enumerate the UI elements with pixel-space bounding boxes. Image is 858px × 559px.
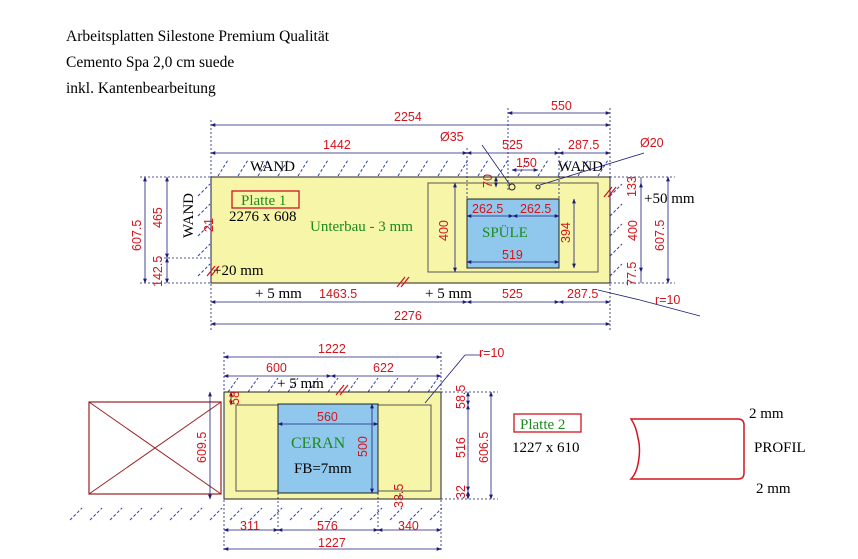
sink-cutout (466, 198, 560, 269)
dim-21: 21 (202, 218, 216, 232)
dim-150: 150 (516, 156, 537, 170)
dim-607-right: 607.5 (653, 220, 667, 251)
sink-label: SPÜLE (482, 224, 528, 241)
plate2-label-box (513, 413, 582, 433)
profile-bottom: 2 mm (756, 481, 791, 497)
dim-58-right: 58.5 (454, 385, 468, 409)
header-line-2: Cemento Spa 2,0 cm suede (66, 54, 235, 71)
dim-525-bottom: 525 (502, 287, 523, 301)
dim-550: 550 (551, 99, 572, 113)
dim-70: 70 (481, 174, 495, 188)
plate1-underframe (427, 182, 599, 273)
dim-1227: 1227 (318, 536, 346, 550)
plate2-name: Platte 2 (520, 417, 565, 433)
crossed-area (88, 401, 222, 495)
plus5-note-b: + 5 mm (425, 286, 472, 302)
dim-2254: 2254 (394, 110, 422, 124)
dim-622: 622 (373, 361, 394, 375)
plate2-dim-lines (208, 352, 498, 552)
edge-marks-plate2 (335, 384, 349, 396)
dim-516: 516 (454, 437, 468, 458)
dim-400-right: 400 (626, 220, 640, 241)
dim-607-left: 607.5 (130, 220, 144, 251)
wand-top-right: WAND (558, 159, 603, 175)
plus5-note-a: + 5 mm (255, 286, 302, 302)
header-line-3: inkl. Kantenbearbeitung (66, 80, 216, 97)
plate1-label-box (231, 190, 300, 209)
dim-465: 465 (151, 207, 165, 228)
plate1-name: Platte 1 (241, 193, 286, 209)
wall-hatching-left (197, 183, 211, 277)
dim-32: 32 (454, 485, 468, 499)
dim-d20: Ø20 (640, 136, 664, 150)
profile-top: 2 mm (749, 406, 784, 422)
dim-1463: 1463.5 (319, 287, 357, 301)
dim-400-left: 400 (437, 220, 451, 241)
plate2-group: CERAN FB=7mm + 5 mm Platte 2 1227 x 610 (69, 342, 582, 552)
cooktop-label: CERAN (291, 435, 346, 452)
dim-77: 77.5 (625, 262, 639, 286)
dim-33: 33.5 (392, 484, 406, 508)
wall-hatching-right (609, 183, 623, 277)
dim-500: 500 (356, 436, 370, 457)
plus50-note: +50 mm (644, 191, 695, 207)
dim-1442: 1442 (323, 138, 351, 152)
plate1-underbau: Unterbau - 3 mm (310, 219, 413, 235)
dim-600: 600 (266, 361, 287, 375)
dim-519: 519 (502, 248, 523, 262)
header-line-1: Arbeitsplatten Silestone Premium Qualitä… (66, 28, 330, 45)
plate2-size: 1227 x 610 (512, 440, 580, 456)
dim-133: 133 (625, 176, 639, 197)
dim-576: 576 (317, 519, 338, 533)
plate1-size: 2276 x 608 (229, 209, 297, 225)
profile-shape (629, 418, 745, 480)
wall-hatching-top (217, 159, 609, 177)
plus20-note: +20 mm (213, 263, 264, 279)
dim-287-bottom: 287.5 (567, 287, 598, 301)
plate1-group: Platte 1 2276 x 608 Unterbau - 3 mm SPÜL… (130, 99, 701, 330)
tap-hole-20 (535, 184, 541, 190)
dim-1222: 1222 (318, 342, 346, 356)
dim-609: 609.5 (195, 432, 209, 463)
profile-group: 2 mm PROFIL 2 mm (629, 406, 806, 497)
cooktop-cutout (277, 403, 379, 494)
dim-2276: 2276 (394, 309, 422, 323)
radius-r10-plate1: r=10 (655, 293, 680, 307)
dim-525-top: 525 (502, 138, 523, 152)
dim-287-top: 287.5 (568, 138, 599, 152)
wand-left: WAND (181, 193, 197, 238)
edge-marks-plate1 (206, 186, 617, 288)
dim-262-left: 262.5 (472, 202, 503, 216)
dim-58-left: 58 (228, 391, 242, 405)
fb-label: FB=7mm (294, 461, 352, 477)
wall-hatching-plate2 (69, 377, 443, 521)
tap-hole-35 (508, 183, 516, 191)
plate1-dim-lines (140, 108, 701, 330)
dim-606: 606.5 (477, 432, 491, 463)
wand-top-left: WAND (250, 159, 295, 175)
plus5-plate2: + 5 mm (277, 376, 324, 392)
radius-r10-plate2: r=10 (479, 346, 504, 360)
dim-560: 560 (317, 410, 338, 424)
dim-262-right: 262.5 (520, 202, 551, 216)
profile-label: PROFIL (754, 440, 806, 456)
dim-394: 394 (559, 222, 573, 243)
dim-340: 340 (398, 519, 419, 533)
dim-142: 142.5 (151, 256, 165, 287)
dim-d35: Ø35 (440, 130, 464, 144)
dim-311: 311 (240, 519, 260, 533)
